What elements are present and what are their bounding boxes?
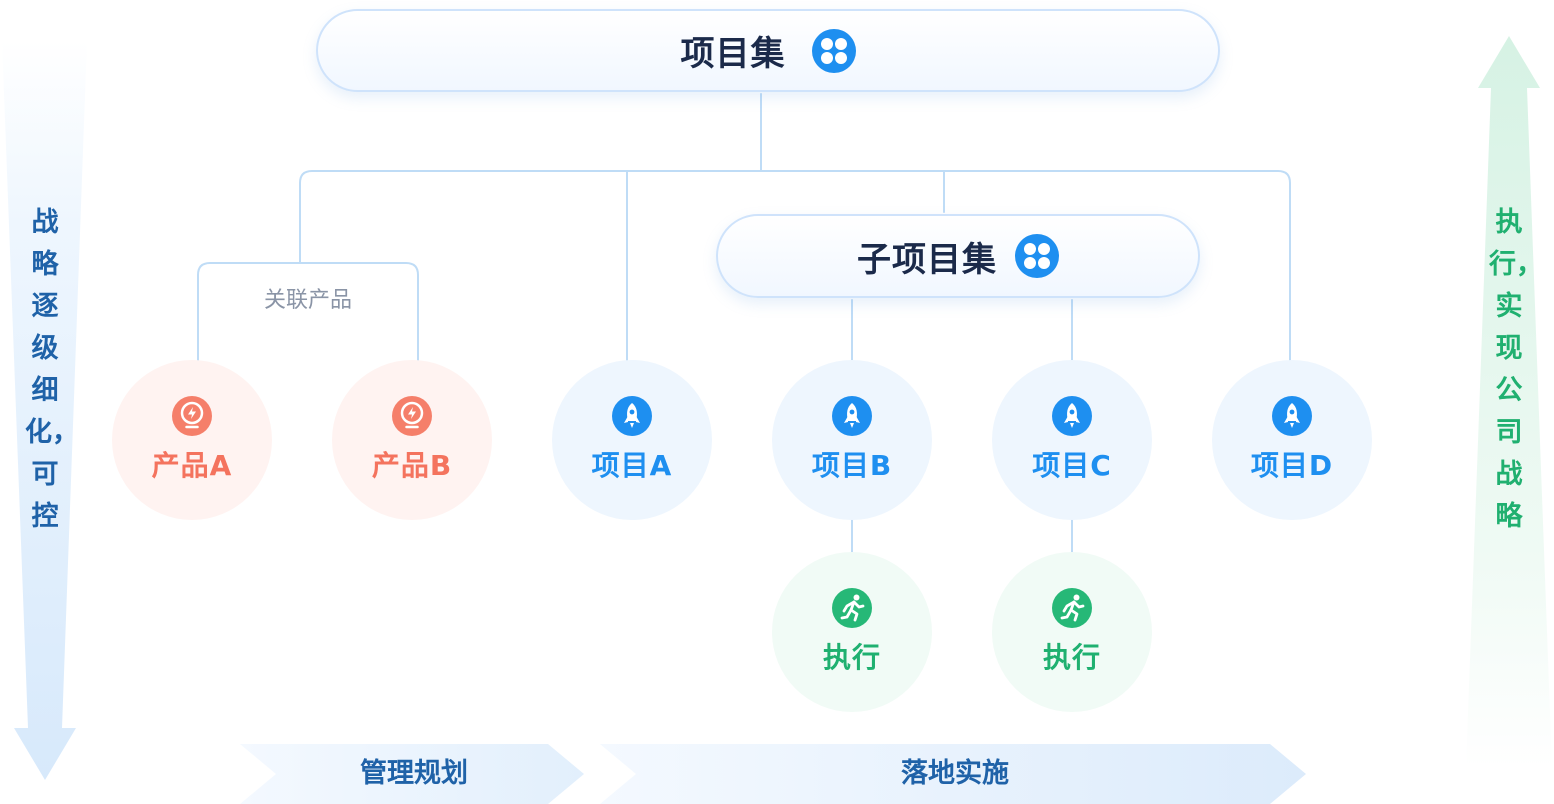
stage-label-planning: 管理规划 xyxy=(360,758,468,789)
lightbulb-icon xyxy=(392,396,432,436)
execution-node-b: 执行 xyxy=(772,552,932,712)
connector-lines xyxy=(197,93,1291,553)
right-arrow-text: 执行，实现公司战略 xyxy=(1489,207,1543,532)
sub-project-group-label: 子项目集 xyxy=(857,239,997,280)
group-icon xyxy=(811,28,856,73)
rocket-icon xyxy=(612,396,652,436)
related-products-label: 关联产品 xyxy=(263,288,352,313)
product-node-b: 产品B xyxy=(332,360,492,520)
stage-chevron-planning xyxy=(240,744,584,804)
running-person-icon xyxy=(832,588,872,628)
rocket-icon xyxy=(1272,396,1312,436)
rocket-icon xyxy=(832,396,872,436)
execution-node-label: 执行 xyxy=(822,641,881,674)
project-node-label: 项目D xyxy=(1250,449,1334,482)
group-icon xyxy=(1015,234,1059,278)
lightbulb-icon xyxy=(172,396,212,436)
project-node-a: 项目A xyxy=(552,360,712,520)
product-node-a: 产品A xyxy=(112,360,272,520)
project-node-c: 项目C xyxy=(992,360,1152,520)
right-up-arrow xyxy=(1466,36,1552,768)
project-node-label: 项目A xyxy=(591,449,673,482)
left-arrow-text: 战略逐级细化，可控 xyxy=(25,207,79,532)
project-node-d: 项目D xyxy=(1212,360,1372,520)
rocket-icon xyxy=(1052,396,1092,436)
top-project-group-label: 项目集 xyxy=(680,34,786,74)
left-down-arrow xyxy=(2,40,87,780)
top-project-group: 项目集 xyxy=(316,9,1220,92)
stage-chevron-implementation xyxy=(600,744,1306,804)
product-node-label: 产品A xyxy=(151,449,233,482)
project-node-label: 项目B xyxy=(811,449,893,482)
product-node-label: 产品B xyxy=(371,449,453,482)
project-node-label: 项目C xyxy=(1032,449,1112,482)
project-node-b: 项目B xyxy=(772,360,932,520)
execution-node-label: 执行 xyxy=(1042,641,1101,674)
execution-node-c: 执行 xyxy=(992,552,1152,712)
stage-label-implementation: 落地实施 xyxy=(901,758,1009,789)
sub-project-group: 子项目集 xyxy=(716,214,1200,298)
running-person-icon xyxy=(1052,588,1092,628)
